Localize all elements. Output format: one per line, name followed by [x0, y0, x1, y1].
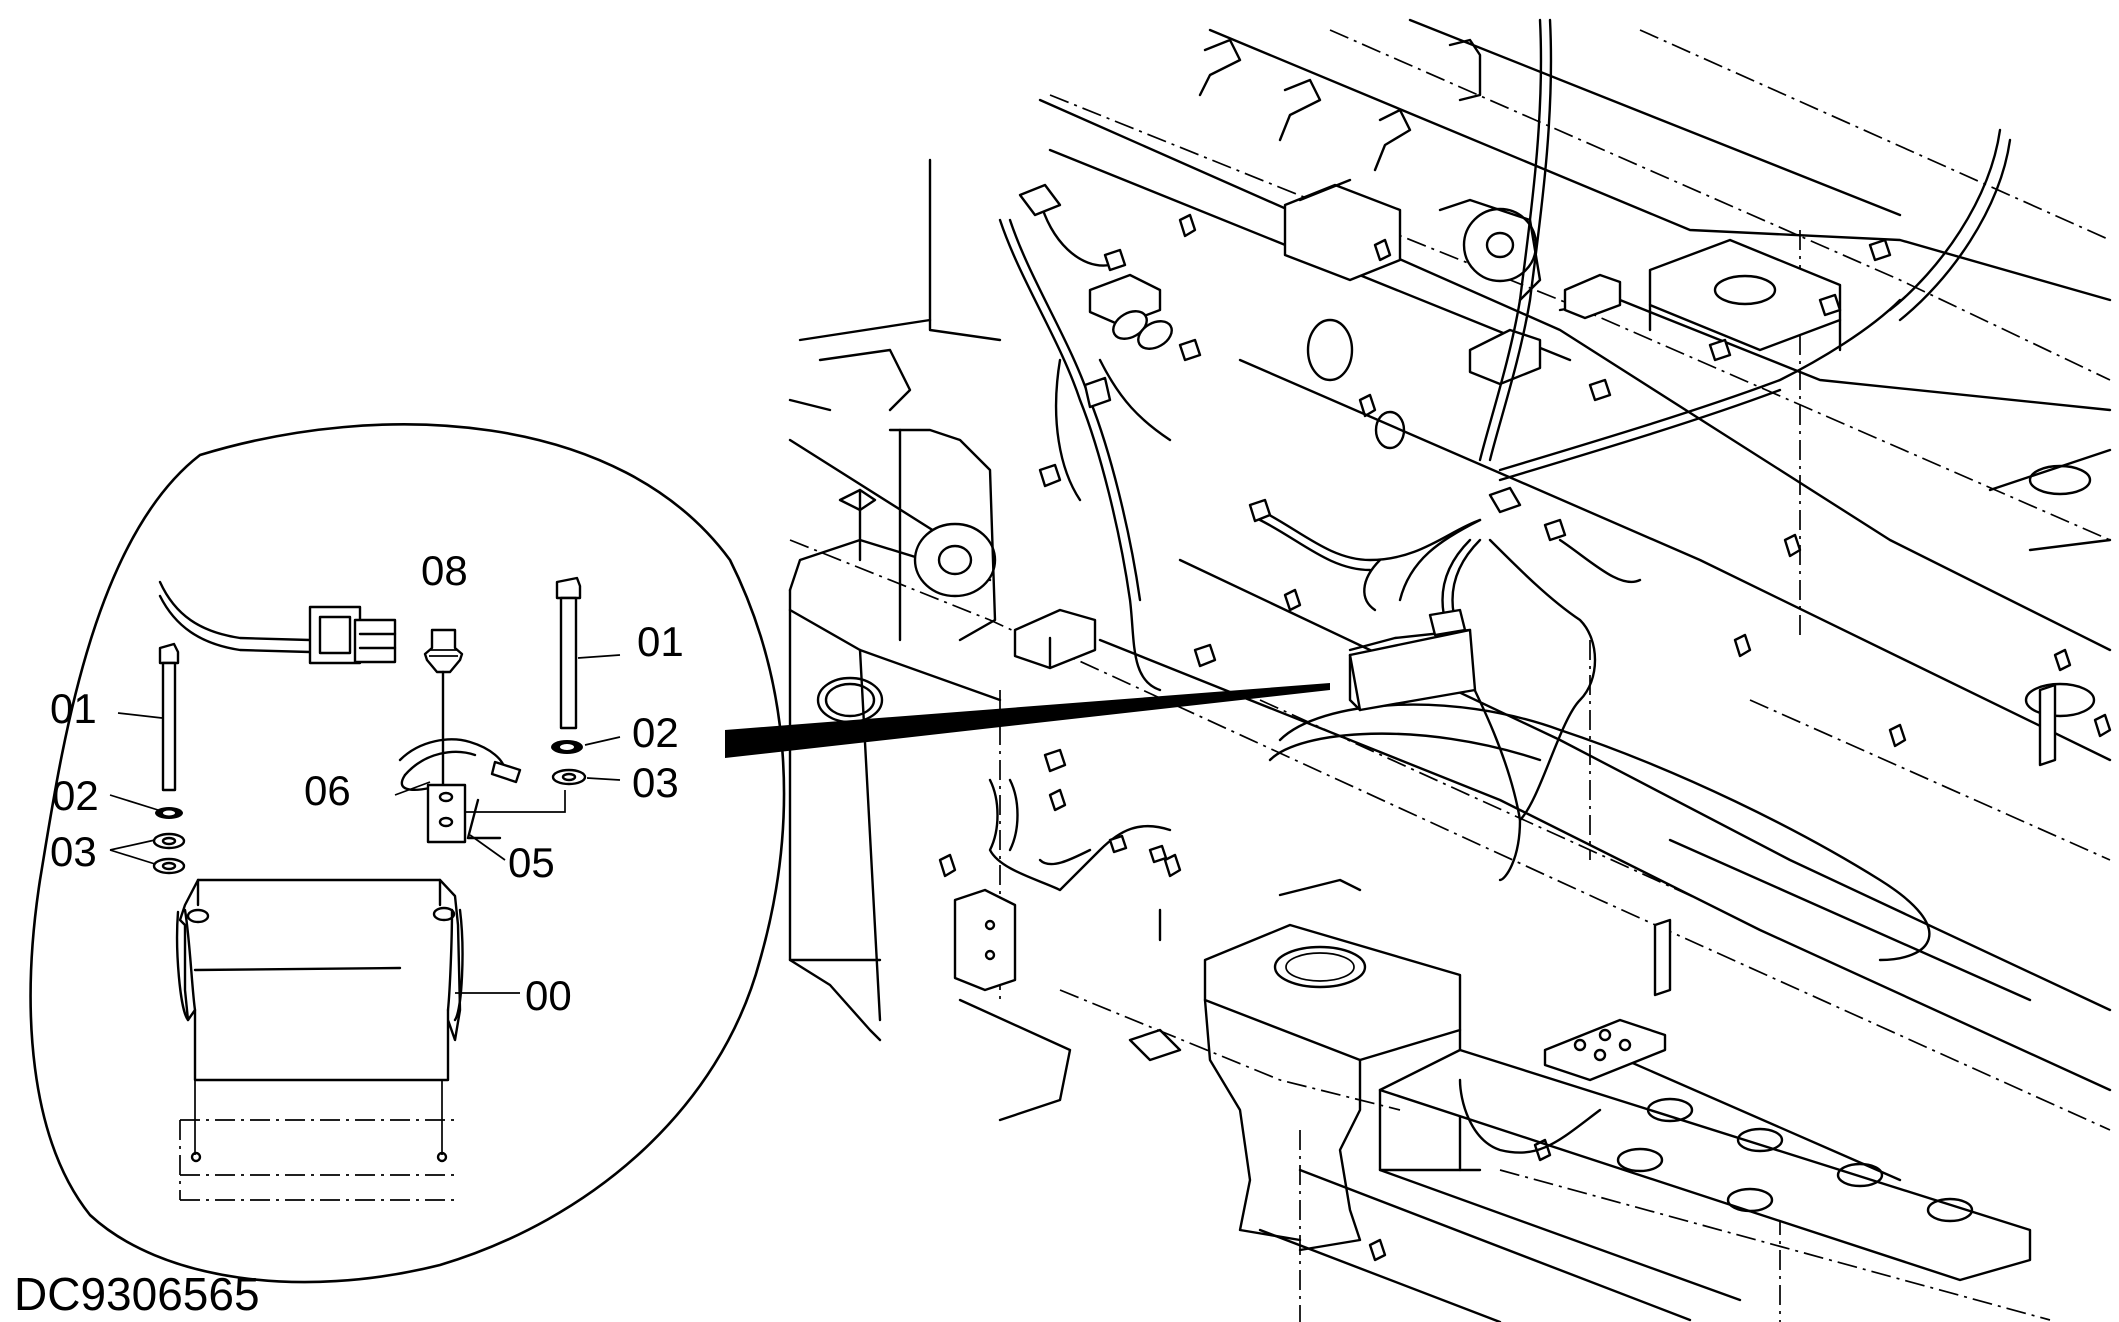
callout-03-left: 03: [50, 828, 97, 875]
callout-03-right: 03: [632, 759, 679, 806]
frame-front-plate: [1378, 1048, 2032, 1302]
frame-central-opening: [1268, 703, 1931, 962]
detail-view: 08 01 01 02 03 02 06 03 05 00: [29, 423, 786, 1284]
bolt-right-part: [551, 576, 587, 786]
callout-01-right: 01: [637, 618, 684, 665]
drawing-code: DC9306565: [14, 1268, 260, 1320]
frame-small-plate: [1543, 1018, 1667, 1082]
frame-right-holes: [1988, 448, 2112, 718]
callout-leaders: [109, 654, 621, 865]
frame-cap-blocks: [1013, 273, 1622, 670]
frame-upper-brackets: [1088, 38, 1482, 327]
frame-clips: [938, 213, 2112, 1262]
battery-in-frame: [1348, 608, 1477, 712]
bolt-left-part: [152, 642, 186, 875]
wire-harness: [988, 18, 2012, 1154]
detail-leader-wedge: [725, 683, 1330, 758]
callout-02-right: 02: [632, 709, 679, 756]
callout-00: 00: [525, 972, 572, 1019]
frame-posts: [838, 488, 2057, 1062]
harness-connectors: [1018, 183, 1892, 864]
callout-01-left: 01: [50, 685, 97, 732]
callout-06: 08: [421, 547, 468, 594]
bracket-plate-part: [426, 783, 566, 844]
cable-connector: [158, 580, 397, 665]
callout-05: 05: [508, 839, 555, 886]
frame-bosses: [888, 198, 1542, 642]
frame-assembly-drawing: [788, 18, 2112, 1322]
terminal-part: [423, 628, 464, 792]
frame-top-block: [1648, 238, 1842, 352]
callout-02-left: 02: [52, 772, 99, 819]
detail-view-outline: [29, 423, 786, 1284]
battery-part: [175, 878, 520, 1082]
frame-pedestal: [1203, 878, 1462, 1252]
callout-08: 06: [304, 767, 351, 814]
battery-base-lines: [179, 1080, 455, 1201]
